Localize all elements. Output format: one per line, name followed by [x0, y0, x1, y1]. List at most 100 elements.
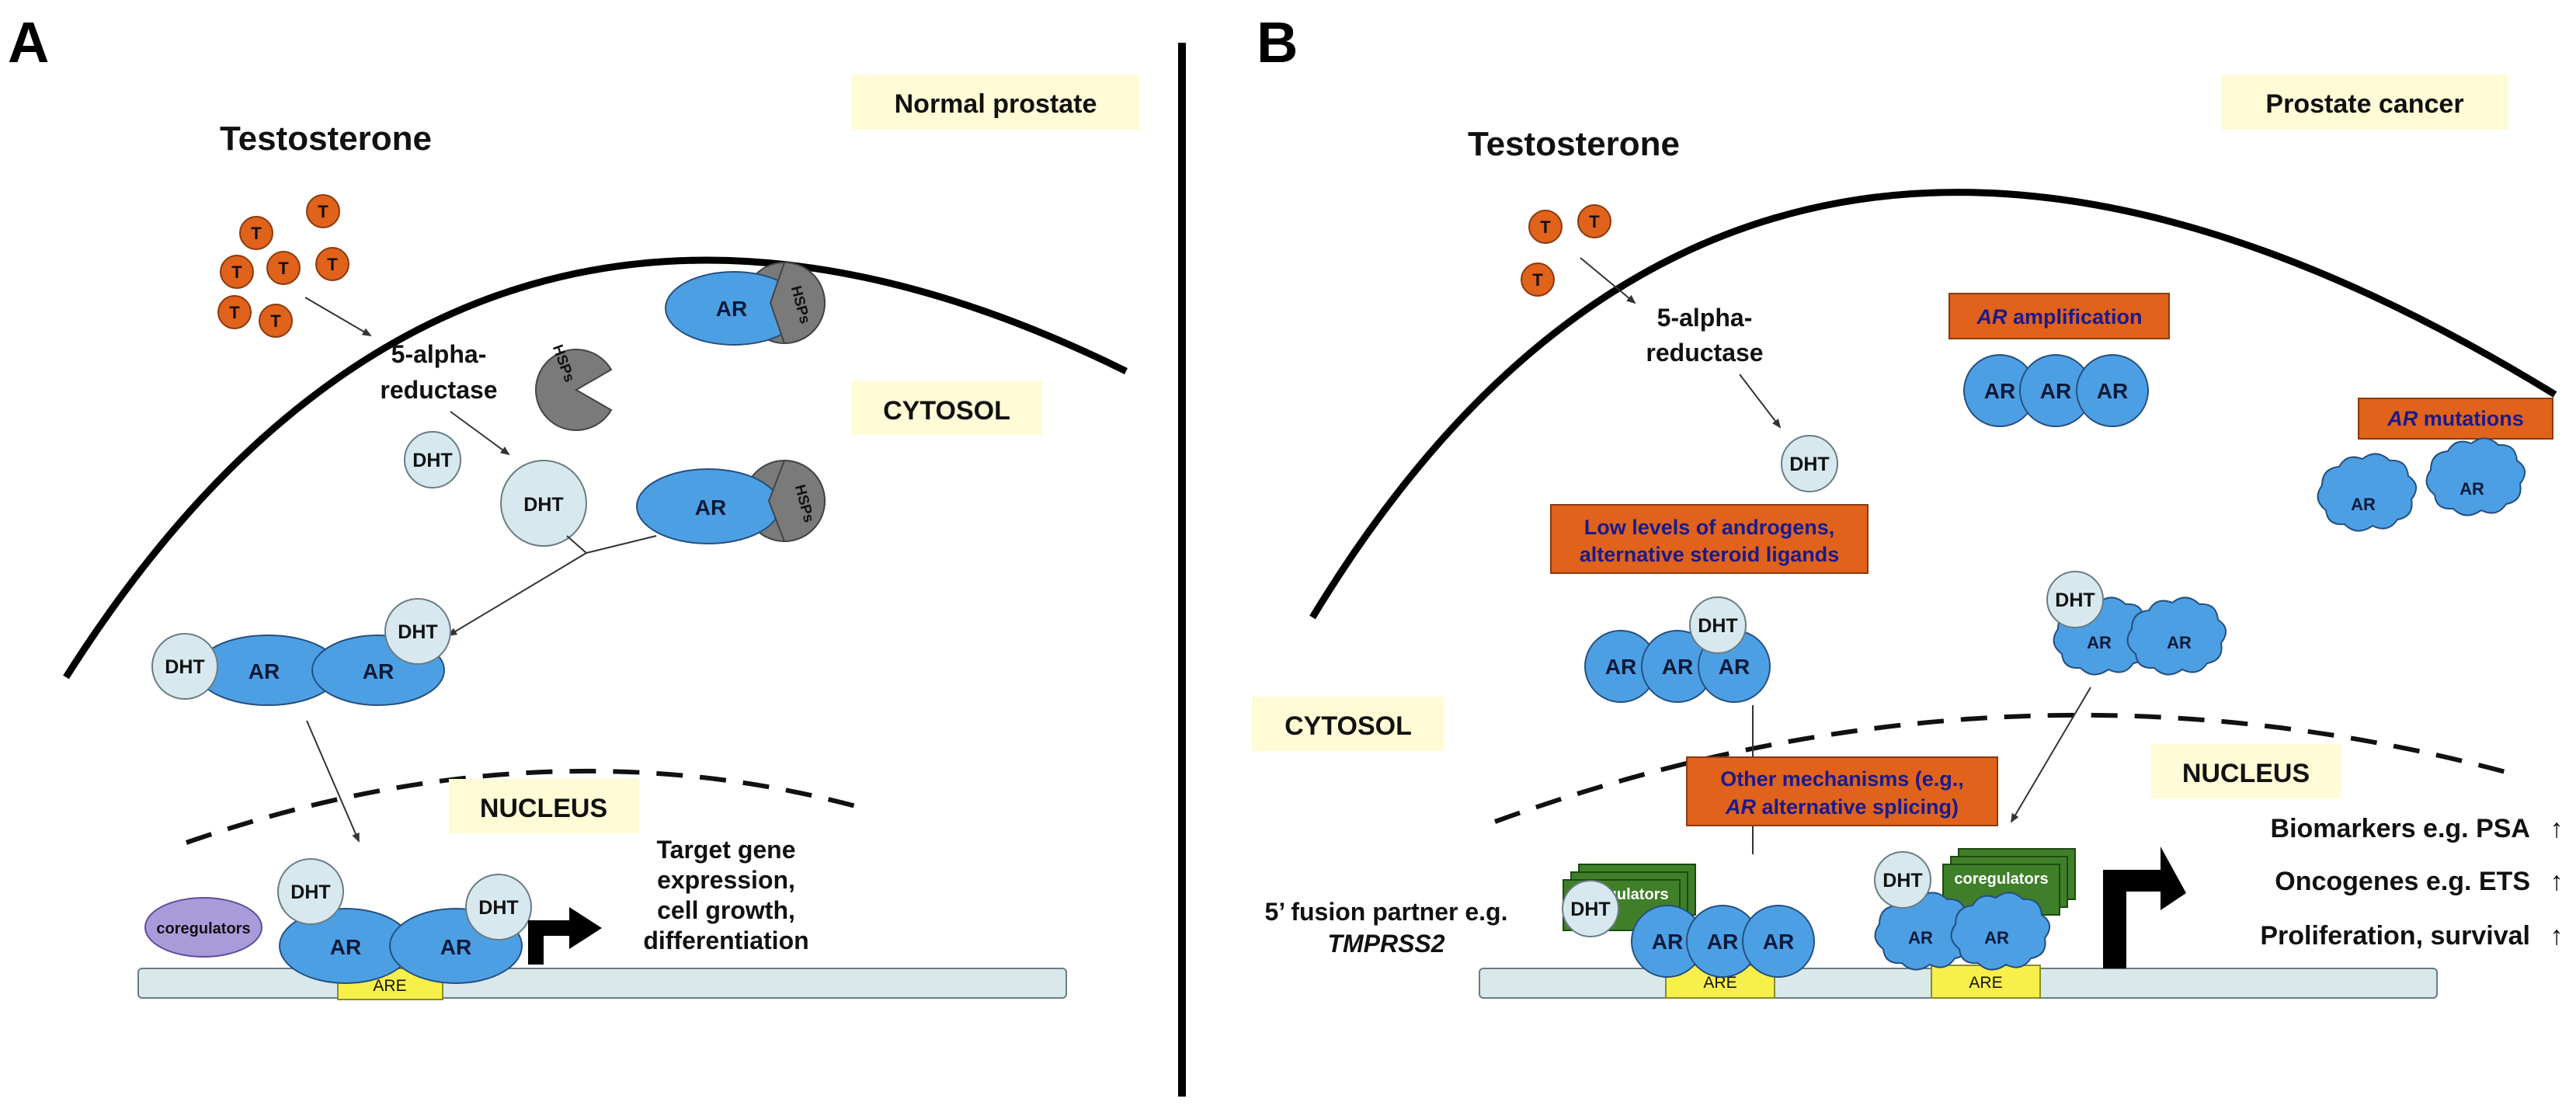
svg-text:DHT: DHT — [1789, 454, 1829, 475]
other-mechanisms-label: Other mechanisms (e.g., AR alternative s… — [1686, 756, 1998, 826]
testosterone-label: Testosterone — [1468, 125, 1680, 163]
dna-strand — [137, 968, 1067, 999]
svg-text:AR: AR — [1719, 655, 1750, 679]
transcription-arrow — [528, 907, 602, 965]
svg-text:T: T — [1589, 212, 1600, 231]
svg-text:AR: AR — [2087, 633, 2112, 652]
svg-text:DHT: DHT — [1698, 615, 1737, 637]
testosterone-molecules: T T T T T T T — [217, 194, 349, 338]
ar-mutant-cloud: AR — [2317, 453, 2417, 532]
svg-text:AR: AR — [1707, 930, 1738, 954]
svg-text:T: T — [327, 255, 338, 274]
svg-text:T: T — [251, 224, 262, 243]
testosterone-molecule: T — [217, 295, 252, 329]
nucleus-label: NUCLEUS — [480, 794, 607, 823]
ar-dimer-cytosol: AR AR DHT DHT — [151, 598, 451, 706]
enzyme-label-line1: 5-alpha- — [391, 340, 487, 368]
svg-text:DHT: DHT — [290, 881, 330, 903]
enzyme-label-line2: reductase — [380, 376, 497, 404]
svg-text:expression,: expression, — [657, 866, 795, 894]
arrow-to-reductase — [1580, 257, 1636, 304]
ar-trimer-nucleus: coregulators AR AR AR DHT — [1562, 864, 1815, 978]
svg-text:AR: AR — [2167, 633, 2192, 652]
arrow-to-dht — [450, 411, 510, 456]
svg-text:ARE: ARE — [373, 977, 406, 995]
cytosol-box — [1252, 697, 1444, 751]
svg-text:DHT: DHT — [2055, 589, 2095, 611]
svg-text:coregulators: coregulators — [1954, 871, 2048, 888]
are-element: ARE — [1931, 965, 2041, 999]
svg-text:T: T — [270, 311, 281, 331]
panel-b: B Prostate cancer Testosterone T T T 5-a… — [1252, 10, 2564, 999]
svg-text:AR amplification: AR amplification — [1976, 305, 2142, 329]
testosterone-molecule: T — [1577, 204, 1611, 238]
arrow-to-dimer — [447, 552, 587, 637]
outcome-item: Biomarkers e.g. PSA — [2271, 814, 2530, 843]
testosterone-molecule: T — [315, 247, 349, 281]
ar-dimer-nucleus: coregulators AR AR DHT DHT — [144, 858, 532, 984]
svg-text:AR: AR — [1984, 928, 2009, 947]
svg-text:AR: AR — [330, 935, 361, 959]
up-arrow-icon: ↑ — [2550, 814, 2564, 843]
svg-text:AR: AR — [2460, 479, 2484, 499]
svg-text:AR: AR — [1652, 930, 1683, 954]
nucleus-label: NUCLEUS — [2182, 759, 2310, 788]
svg-text:AR: AR — [249, 659, 280, 683]
cytosol-label: CYTOSOL — [883, 396, 1010, 426]
testosterone-label: Testosterone — [220, 120, 432, 158]
svg-text:T: T — [231, 262, 242, 282]
testosterone-molecule: T — [306, 194, 340, 228]
svg-text:cell growth,: cell growth, — [657, 896, 795, 924]
nuclear-membrane — [186, 768, 871, 845]
svg-text:DHT: DHT — [478, 897, 518, 919]
svg-text:Other mechanisms (e.g.,: Other mechanisms (e.g., — [1720, 767, 1964, 791]
svg-text:Low levels of androgens,: Low levels of androgens, — [1584, 516, 1835, 539]
testosterone-molecule: T — [220, 255, 254, 289]
nucleus-box — [449, 779, 639, 833]
svg-text:AR: AR — [440, 935, 471, 959]
cell-membrane — [1309, 189, 2557, 620]
svg-text:T: T — [229, 303, 240, 322]
svg-text:DHT: DHT — [523, 494, 563, 516]
svg-text:T: T — [278, 259, 289, 278]
dht-small: DHT — [404, 431, 461, 488]
svg-text:DHT: DHT — [1882, 870, 1922, 892]
ar-hsp-complex: AR HSPs — [665, 261, 826, 346]
svg-text:AR: AR — [1908, 928, 1933, 947]
svg-text:AR: AR — [2351, 495, 2376, 514]
svg-text:T: T — [1540, 217, 1551, 237]
cell-membrane — [63, 256, 1128, 680]
svg-text:ARE: ARE — [1703, 974, 1736, 992]
svg-text:AR: AR — [716, 297, 747, 321]
low-androgens-label: Low levels of androgens, alternative ste… — [1550, 504, 1869, 574]
hsp-free: HSPs — [534, 342, 613, 431]
svg-text:AR mutations: AR mutations — [2387, 407, 2524, 430]
svg-text:AR: AR — [695, 495, 726, 520]
cytosol-label: CYTOSOL — [1285, 711, 1412, 741]
nuclear-membrane — [1493, 712, 2509, 824]
svg-text:DHT: DHT — [165, 656, 204, 678]
svg-text:Target gene: Target gene — [657, 836, 796, 864]
nucleus-box — [2151, 744, 2341, 798]
enzyme-label-line1: 5-alpha- — [1657, 304, 1753, 332]
fusion-partner-line2: TMPRSS2 — [1327, 930, 1444, 958]
testosterone-molecule: T — [259, 304, 293, 338]
ar-variant-nucleus: coregulators AR AR DHT — [1874, 848, 2076, 971]
svg-text:coregulators: coregulators — [156, 920, 250, 937]
ar-amplification-label: AR amplification — [1949, 293, 2170, 339]
testosterone-molecule: T — [239, 216, 273, 250]
svg-text:AR: AR — [363, 659, 394, 683]
condition-label: Prostate cancer — [2265, 89, 2463, 119]
svg-text:T: T — [1532, 270, 1543, 290]
panel-b-letter: B — [1257, 10, 1298, 75]
dht-free: DHT — [1781, 435, 1838, 492]
svg-text:DHT: DHT — [1570, 899, 1610, 920]
dht-large: DHT — [500, 460, 587, 547]
up-arrow-icon: ↑ — [2550, 921, 2564, 951]
svg-text:AR: AR — [1662, 655, 1693, 679]
up-arrow-icon: ↑ — [2550, 867, 2564, 896]
fusion-partner-line1: 5’ fusion partner e.g. — [1265, 898, 1508, 926]
condition-box — [2221, 75, 2508, 130]
arrow-to-dht — [1739, 374, 1782, 429]
